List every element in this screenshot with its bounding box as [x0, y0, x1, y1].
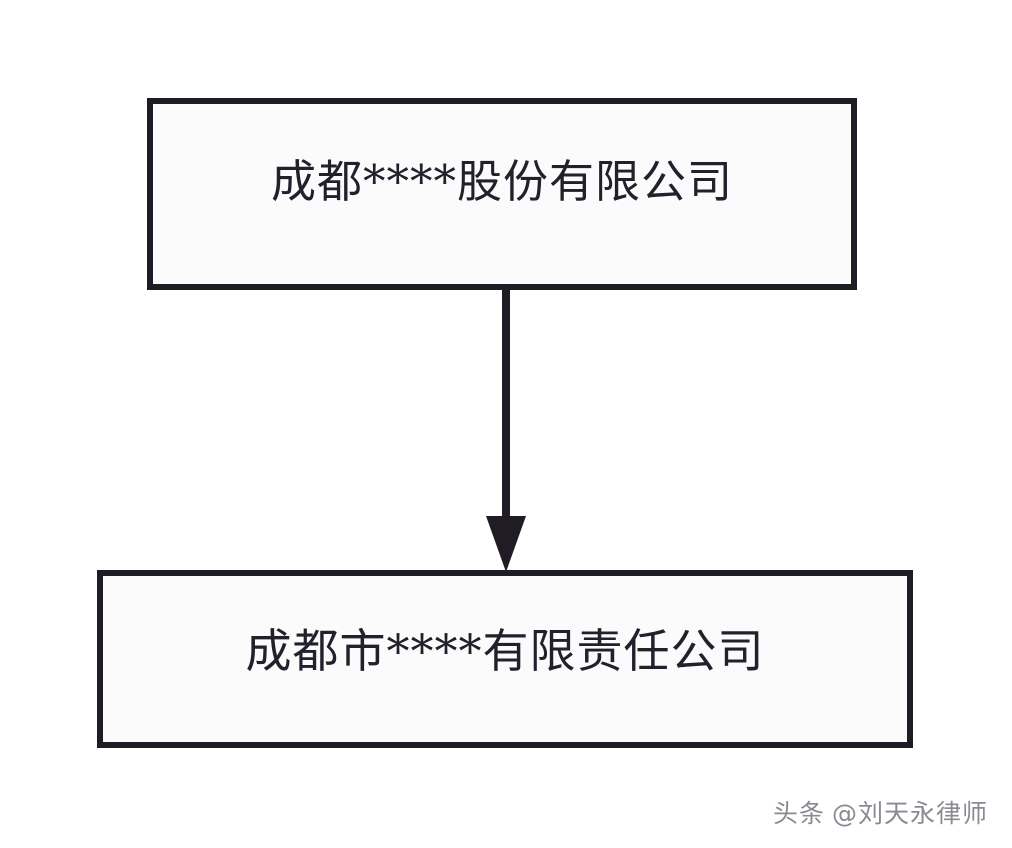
watermark: 头条 @刘天永律师 [773, 794, 988, 830]
watermark-handle-label: @刘天永律师 [831, 799, 988, 828]
arrowhead-down-icon [486, 516, 526, 572]
node-subsidiary-company-label: 成都市****有限责任公司 [245, 623, 765, 678]
node-subsidiary-company[interactable]: 成都市****有限责任公司 [97, 570, 913, 748]
watermark-brand-label: 头条 [772, 799, 825, 828]
node-parent-company-label: 成都****股份有限公司 [270, 155, 733, 209]
node-parent-company[interactable]: 成都****股份有限公司 [147, 98, 857, 290]
